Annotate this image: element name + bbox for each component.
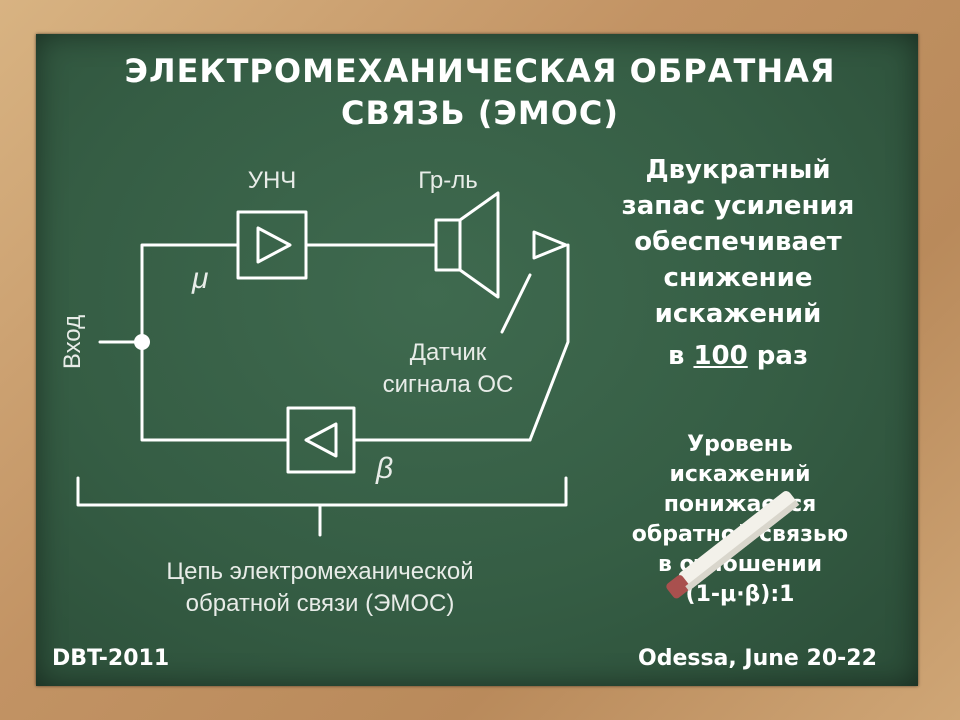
gain-margin-text: Двукратный запас усиления обеспечивает с… — [588, 152, 888, 374]
beta-block — [286, 406, 356, 474]
speaker-cone-icon — [458, 191, 500, 299]
amp-block — [236, 210, 308, 280]
reduction-number: 100 — [693, 341, 748, 371]
distortion-line: понижается — [663, 492, 817, 517]
gain-line: обеспечивает — [634, 227, 842, 257]
sensor-label-line-1: Датчик — [410, 339, 487, 366]
bottom-wire — [140, 340, 290, 442]
footer-event: DBT-2011 — [52, 646, 170, 671]
speaker-magnet — [434, 218, 462, 272]
beta-label: β — [375, 452, 393, 485]
mu-label: μ — [191, 262, 208, 295]
title-line-1: ЭЛЕКТРОМЕХАНИЧЕСКАЯ ОБРАТНАЯ — [124, 52, 836, 90]
distortion-line: (1-μ·β):1 — [685, 582, 795, 607]
sensor-triangle-icon — [532, 230, 568, 260]
sensor-label-line-2: сигнала ОС — [383, 371, 514, 398]
distortion-line: в отношении — [657, 552, 823, 577]
input-node — [134, 334, 150, 350]
footer-location-date: Odessa, June 20-22 — [638, 646, 877, 671]
amp-label: УНЧ — [248, 167, 297, 194]
distortion-line: Уровень — [687, 432, 793, 457]
title-line-2: СВЯЗЬ (ЭМОС) — [340, 94, 620, 132]
top-wire — [140, 243, 240, 344]
gain-line: искажений — [654, 299, 822, 329]
reduction-suffix: раз — [747, 341, 809, 371]
beta-triangle-icon — [304, 422, 338, 458]
distortion-level-text: Уровень искажений понижается обратной св… — [590, 430, 890, 610]
distortion-line: искажений — [669, 462, 811, 487]
reduction-prefix: в — [667, 341, 694, 371]
speaker-label: Гр-ль — [418, 167, 478, 194]
gain-line: запас усиления — [621, 191, 855, 221]
circuit-caption-line-1: Цепь электромеханической — [166, 558, 473, 585]
sensor-pointer — [500, 273, 532, 334]
circuit-caption-line-2: обратной связи (ЭМОС) — [186, 590, 455, 617]
circuit-brace — [76, 476, 568, 507]
amp-triangle-icon — [256, 226, 292, 264]
reduction-line: в 100 раз — [588, 338, 888, 374]
feedback-wire — [528, 243, 570, 442]
gain-line: Двукратный — [645, 155, 831, 185]
input-label: Вход — [59, 315, 86, 369]
distortion-line: обратной связью — [631, 522, 849, 547]
gain-line: снижение — [663, 263, 813, 293]
